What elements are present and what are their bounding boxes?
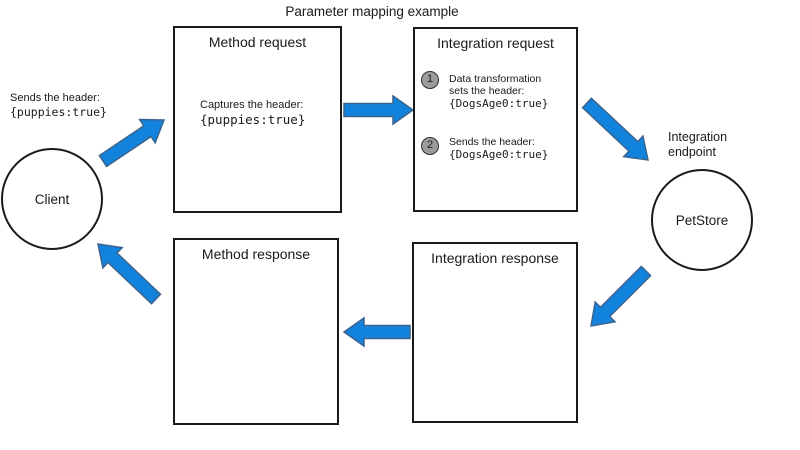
method-request-box: Method request Captures the header: {pup… [173,26,342,213]
step-1-line1: Data transformation [449,73,542,85]
step-2-header-code: {DogsAge0:true} [449,148,549,161]
petstore-node: PetStore [651,169,753,271]
method-response-title: Method response [201,246,311,262]
integration-response-title: Integration response [431,250,559,266]
step-2-number: 2 [426,139,434,151]
method-request-body-text: Captures the header: [200,99,304,111]
arrow-method-response-to-client [97,243,162,305]
arrow-method-request-to-integration-request [343,94,415,126]
client-sends-annotation: Sends the header: {puppies:true} [10,92,107,119]
diagram-title: Parameter mapping example [285,4,459,19]
client-sends-text: Sends the header: [10,92,100,104]
step-1-line2: sets the header: [449,85,525,97]
integration-request-box: Integration request 1 Data transformatio… [413,27,578,212]
client-label: Client [34,191,70,207]
integration-endpoint-line2: endpoint [668,145,716,159]
step-2-badge: 2 [421,137,439,155]
arrow-integration-request-to-petstore [581,97,649,161]
step-1-number: 1 [426,73,434,85]
integration-endpoint-line1: Integration [668,130,728,144]
integration-endpoint-label: Integration endpoint [668,130,727,160]
method-response-box: Method response [173,238,339,425]
arrow-integration-response-to-method-response [342,316,411,348]
method-request-header-code: {puppies:true} [200,112,306,127]
integration-response-box: Integration response [412,242,578,423]
client-sends-header-code: {puppies:true} [10,105,107,119]
step-1-text: Data transformation sets the header: {Do… [449,73,548,110]
step-1-badge: 1 [421,71,439,89]
step-2-line1: Sends the header: [449,136,535,148]
arrow-client-to-method-request [98,118,166,168]
method-request-body: Captures the header: {puppies:true} [200,99,305,127]
integration-request-title: Integration request [437,35,554,51]
method-request-title: Method request [208,34,307,50]
client-node: Client [1,148,103,250]
step-1-header-code: {DogsAge0:true} [449,97,549,110]
petstore-label: PetStore [675,212,729,228]
arrow-petstore-to-integration-response [590,265,652,327]
step-2-text: Sends the header: {DogsAge0:true} [449,136,548,161]
